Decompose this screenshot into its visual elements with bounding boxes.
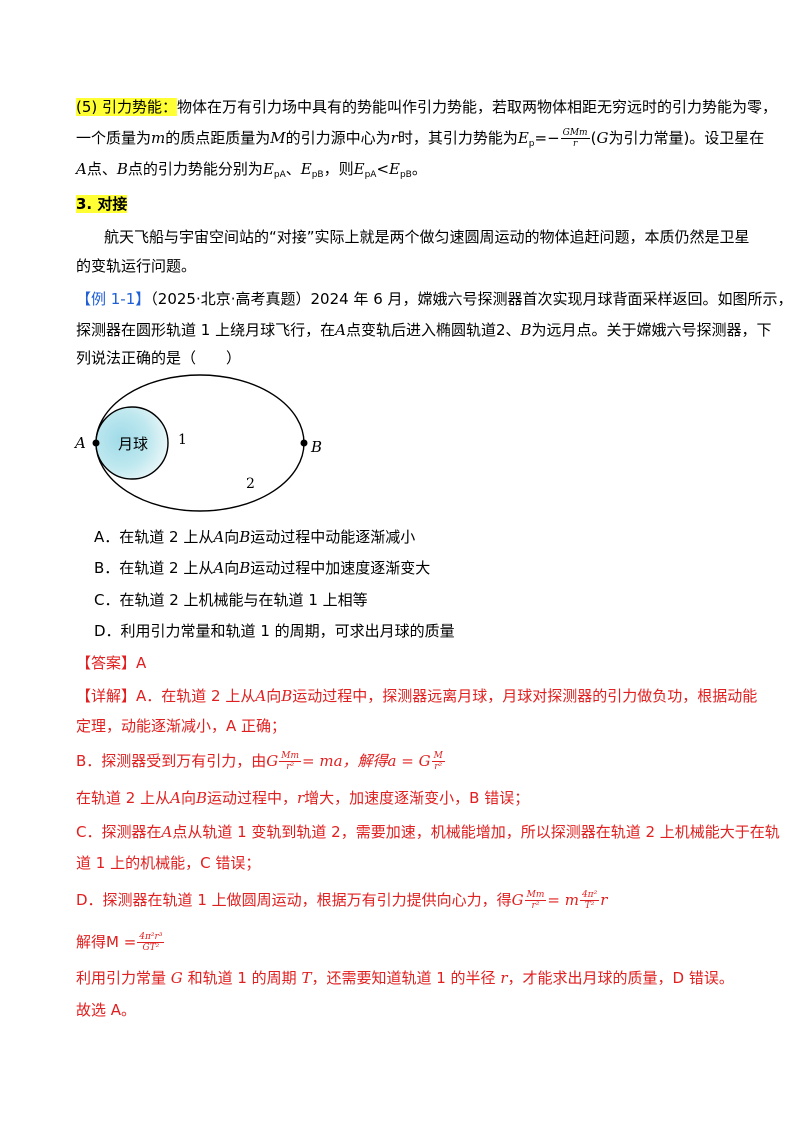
- option-d: D．利用引力常量和轨道 1 的周期，可求出月球的质量: [94, 622, 455, 640]
- section5-label: (5) 引力势能：: [76, 98, 178, 116]
- orbit-diagram: A B 月球 1 2: [73, 374, 322, 512]
- orbit-1-label: 1: [178, 432, 187, 448]
- section5-line1: (5) 引力势能：物体在万有引力场中具有的势能叫作引力势能，若取两物体相距无穷远…: [76, 97, 777, 117]
- detail-c-line2: 道 1 上的机械能，C 错误；: [76, 854, 261, 872]
- detail-b2-line: 在轨道 2 上从A向B运动过程中，r增大，加速度逐渐变小，B 错误；: [76, 789, 530, 807]
- detail-c-line1: C．探测器在A点从轨道 1 变轨到轨道 2，需要加速，机械能增加，所以探测器在轨…: [76, 823, 780, 841]
- example-line1: 【例 1-1】（2025·北京·高考真题）2024 年 6 月，嫦娥六号探测器首…: [76, 290, 793, 308]
- section5-text1: 物体在万有引力场中具有的势能叫作引力势能，若取两物体相距无穷远时的引力势能为零，: [177, 98, 778, 116]
- point-a-marker: [92, 439, 100, 447]
- section3-heading: 3. 对接: [76, 195, 128, 213]
- option-a: A．在轨道 2 上从A向B运动过程中动能逐渐减小: [94, 528, 416, 546]
- point-b-marker: [300, 439, 308, 447]
- example-tag: 【例 1-1】: [76, 290, 151, 308]
- label-b: B: [310, 438, 322, 456]
- moon-label: 月球: [118, 435, 148, 453]
- section5-line3: A点、B点的引力势能分别为EpA、EpB，则EpA<EpB。: [76, 160, 427, 180]
- example-line3: 列说法正确的是（ ）: [76, 349, 242, 367]
- final-choice: 故选 A。: [76, 1001, 137, 1019]
- detail-line1: 【详解】A．在轨道 2 上从A向B运动过程中，探测器远离月球，月球对探测器的引力…: [76, 687, 758, 705]
- example-line2: 探测器在圆形轨道 1 上绕月球飞行，在A点变轨后进入椭圆轨道2、B为远月点。关于…: [76, 321, 772, 339]
- answer-line: 【答案】A: [76, 653, 146, 673]
- answer-label: 【答案】: [76, 654, 137, 672]
- answer-value: A: [136, 654, 147, 672]
- section3-paragraph-line2: 的变轨运行问题。: [76, 257, 197, 275]
- detail-d-line3: 利用引力常量 G 和轨道 1 的周期 T，还需要知道轨道 1 的半径 r，才能求…: [76, 969, 734, 987]
- detail-line2: 定理，动能逐渐减小，A 正确；: [76, 717, 287, 735]
- option-c: C．在轨道 2 上机械能与在轨道 1 上相等: [94, 591, 368, 609]
- moon-disc: [96, 407, 168, 479]
- detail-label: 【详解】: [76, 687, 137, 705]
- orbit-2-label: 2: [246, 476, 255, 492]
- option-b: B．在轨道 2 上从A向B运动过程中加速度逐渐变大: [94, 559, 431, 577]
- label-a: A: [73, 434, 86, 452]
- section3-paragraph-line1: 航天飞船与宇宙空间站的“对接”实际上就是两个做匀速圆周运动的物体追赶问题，本质仍…: [104, 228, 750, 246]
